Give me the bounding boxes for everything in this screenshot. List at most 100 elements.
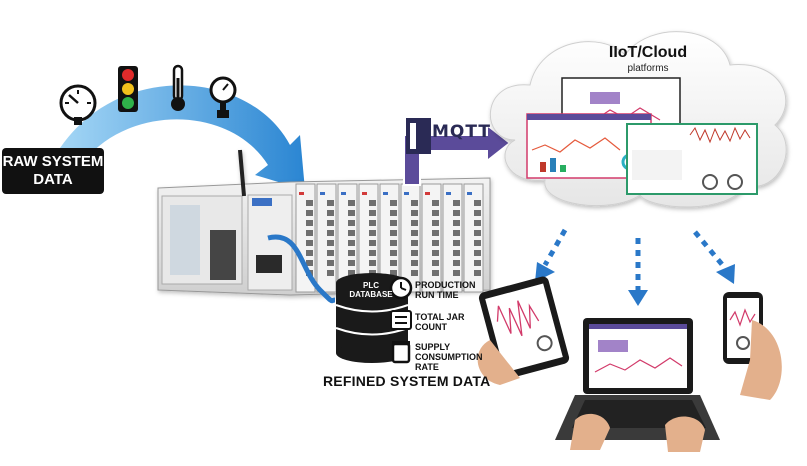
io-terminal <box>327 250 334 256</box>
tablet-device <box>477 276 570 385</box>
mqtt-arrow <box>403 118 512 186</box>
io-status-led <box>446 192 451 195</box>
io-terminal <box>327 240 334 246</box>
io-status-led <box>362 192 367 195</box>
raw-label-line2: DATA <box>33 171 73 188</box>
traffic-light-icon <box>118 66 138 112</box>
io-terminal <box>432 250 439 256</box>
io-terminal <box>306 230 313 236</box>
smartphone-device <box>723 292 782 400</box>
io-terminal <box>453 250 460 256</box>
io-terminal <box>327 200 334 206</box>
io-terminal <box>411 240 418 246</box>
io-terminal <box>327 270 334 276</box>
io-terminal <box>369 260 376 266</box>
io-terminal <box>390 200 397 206</box>
io-terminal <box>369 210 376 216</box>
io-terminal <box>411 200 418 206</box>
io-terminal <box>432 240 439 246</box>
plc-io-modules <box>295 183 484 293</box>
io-status-led <box>341 192 346 195</box>
io-terminal <box>474 250 481 256</box>
metric-line: RUN TIME <box>415 290 459 300</box>
io-terminal <box>327 230 334 236</box>
metric-line: COUNT <box>415 322 447 332</box>
io-terminal <box>306 210 313 216</box>
io-terminal <box>369 240 376 246</box>
plc-database-label: PLC DATABASE <box>342 281 400 299</box>
io-status-led <box>404 192 409 195</box>
io-terminal <box>411 210 418 216</box>
raw-system-data-label: RAW SYSTEM DATA <box>2 148 104 194</box>
counter-icon <box>390 310 412 330</box>
io-terminal <box>327 210 334 216</box>
io-terminal <box>348 250 355 256</box>
io-terminal <box>432 260 439 266</box>
cloud-subtitle: platforms <box>627 63 669 74</box>
cloud-to-tablet-arrow <box>535 228 568 282</box>
pressure-sensor-icon <box>209 76 237 118</box>
metric-line: RATE <box>415 362 439 372</box>
io-terminal <box>369 220 376 226</box>
io-terminal <box>306 260 313 266</box>
mqtt-label: MQTT <box>432 122 491 142</box>
db-label-line1: PLC <box>363 281 379 290</box>
metric-supply-consumption-rate: SUPPLY CONSUMPTION RATE <box>415 342 483 372</box>
io-terminal <box>327 220 334 226</box>
jar-icon <box>391 341 411 364</box>
io-terminal <box>453 200 460 206</box>
io-terminal <box>348 230 355 236</box>
io-terminal <box>411 230 418 236</box>
laptop-device <box>555 318 720 452</box>
thermometer-icon <box>171 64 185 111</box>
io-terminal <box>390 220 397 226</box>
metric-line: CONSUMPTION <box>415 352 483 362</box>
pressure-gauge-icon <box>59 84 97 125</box>
cloud-title: IIoT/Cloud <box>608 44 688 61</box>
io-terminal <box>327 260 334 266</box>
io-status-led <box>383 192 388 195</box>
db-label-line2: DATABASE <box>349 290 393 299</box>
io-terminal <box>306 240 313 246</box>
metric-production-run-time: PRODUCTION RUN TIME <box>415 280 476 300</box>
io-terminal <box>432 210 439 216</box>
metric-line: PRODUCTION <box>415 280 476 290</box>
io-terminal <box>411 260 418 266</box>
io-terminal <box>390 270 397 276</box>
clock-icon <box>389 276 413 300</box>
io-terminal <box>453 220 460 226</box>
io-terminal <box>453 230 460 236</box>
io-status-led <box>320 192 325 195</box>
io-terminal <box>369 270 376 276</box>
io-terminal <box>369 250 376 256</box>
io-terminal <box>369 200 376 206</box>
io-terminal <box>306 200 313 206</box>
io-terminal <box>474 260 481 266</box>
io-terminal <box>474 240 481 246</box>
io-terminal <box>474 200 481 206</box>
io-terminal <box>474 230 481 236</box>
cloud-to-phone-arrow <box>693 230 735 284</box>
io-status-led <box>299 192 304 195</box>
refined-system-data-caption: REFINED SYSTEM DATA <box>323 373 491 389</box>
cloud-to-laptop-arrow <box>628 238 648 306</box>
io-terminal <box>474 220 481 226</box>
io-terminal <box>348 260 355 266</box>
io-terminal <box>390 250 397 256</box>
io-terminal <box>411 220 418 226</box>
io-terminal <box>348 240 355 246</box>
io-terminal <box>306 250 313 256</box>
io-terminal <box>369 230 376 236</box>
ethernet-cable <box>267 234 336 304</box>
io-terminal <box>390 230 397 236</box>
io-terminal <box>453 260 460 266</box>
io-terminal <box>348 270 355 276</box>
io-terminal <box>390 260 397 266</box>
metric-line: TOTAL JAR <box>415 312 465 322</box>
io-terminal <box>411 250 418 256</box>
io-terminal <box>474 210 481 216</box>
io-terminal <box>453 270 460 276</box>
metric-line: SUPPLY <box>415 342 451 352</box>
io-terminal <box>411 270 418 276</box>
